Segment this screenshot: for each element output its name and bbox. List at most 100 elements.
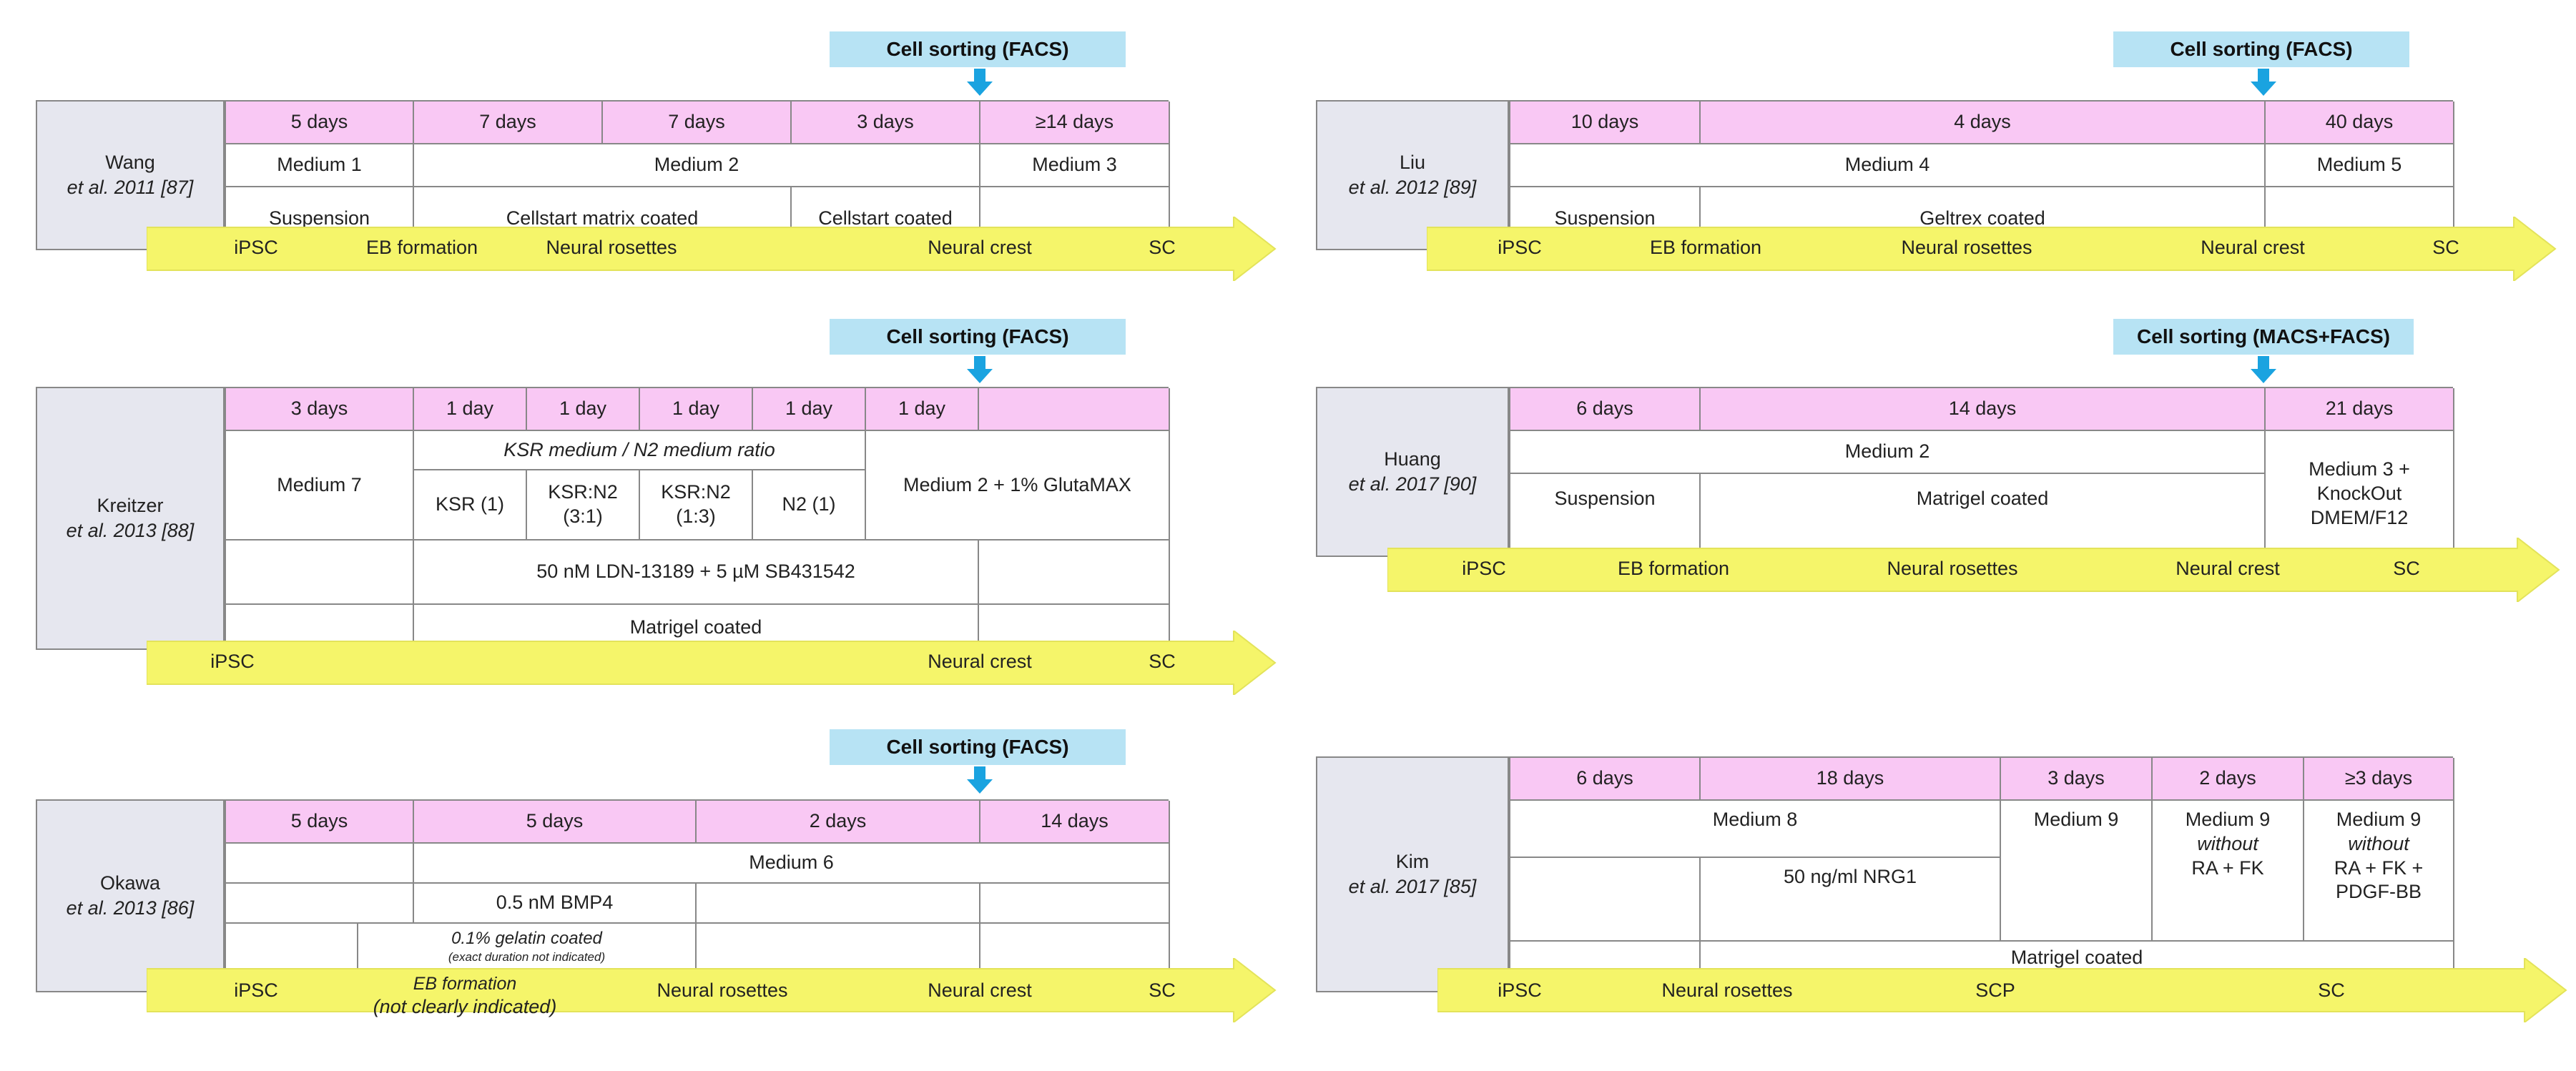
- stage-label: iPSC: [1498, 979, 1542, 1001]
- stage-label: EB formation: [413, 974, 517, 994]
- stage-arrow: [147, 958, 1277, 1022]
- duration-cell: 1 day: [753, 388, 866, 431]
- study-author: Okawa et al. 2013 [86]: [36, 799, 225, 992]
- stage-label: SCP: [1975, 979, 2015, 1001]
- sorting-arrow-icon: [2249, 69, 2278, 97]
- duration-cell: 4 days: [1701, 102, 2266, 144]
- duration-cell: 6 days: [1510, 758, 1701, 801]
- stage-label: SC: [1149, 651, 1176, 672]
- coating-cell: Matrigel coated: [1701, 474, 2266, 558]
- empty-cell: [1510, 858, 1701, 942]
- author-citation: et al. 2012 [89]: [1348, 177, 1477, 198]
- duration-cell: ≥14 days: [980, 102, 1170, 144]
- stage-label: Neural crest: [928, 237, 1032, 258]
- sorting-arrow-icon: [2249, 356, 2278, 385]
- medium-cell: Medium 9: [2001, 801, 2153, 942]
- stage-arrow: [147, 631, 1277, 695]
- stage-arrow: [1387, 538, 2560, 602]
- empty-cell: [226, 884, 414, 924]
- author-name: Kreitzer: [97, 494, 164, 516]
- stage-label: SC: [2318, 979, 2345, 1001]
- study-author: Liu et al. 2012 [89]: [1316, 100, 1509, 250]
- stage-label: Neural rosettes: [1901, 237, 2032, 258]
- stage-label: Neural crest: [928, 979, 1032, 1001]
- protocol-table: 5 days 5 days 2 days 14 days Medium 6 0.…: [225, 799, 1170, 994]
- duration-cell: 21 days: [2266, 388, 2454, 431]
- medium-cell: Medium 1: [226, 144, 414, 187]
- duration-cell: 1 day: [640, 388, 753, 431]
- duration-cell: 3 days: [226, 388, 414, 431]
- duration-cell: 5 days: [414, 801, 697, 844]
- medium-line: RA + FK: [2191, 857, 2264, 879]
- stage-label: Neural rosettes: [1887, 558, 2018, 579]
- medium-cell: Medium 4: [1510, 144, 2266, 187]
- coating-cell: Suspension: [1510, 474, 1701, 558]
- medium-cell: Medium 2: [1510, 431, 2266, 474]
- medium-cell: Medium 2: [414, 144, 980, 187]
- medium-line: without: [2197, 832, 2258, 854]
- duration-cell: 6 days: [1510, 388, 1701, 431]
- cell-sorting-label: Cell sorting (FACS): [830, 31, 1126, 67]
- inhibitor-cell: 50 nM LDN-13189 + 5 µM SB431542: [414, 541, 979, 605]
- empty-cell: [226, 844, 414, 884]
- medium-line: Medium 9: [2185, 809, 2271, 830]
- ratio-cell: N2 (1): [753, 470, 866, 541]
- empty-cell: [697, 884, 980, 924]
- ratio-cell: KSR:N2 (3:1): [527, 470, 640, 541]
- stage-label: EB formation: [1649, 237, 1762, 258]
- author-name: Okawa: [99, 872, 161, 894]
- stage-label: iPSC: [234, 237, 278, 258]
- empty-cell: [979, 541, 1170, 605]
- duration-cell: 40 days: [2266, 102, 2454, 144]
- duration-cell: 7 days: [414, 102, 603, 144]
- stage-label: EB formation: [365, 237, 478, 258]
- cell-sorting-label: Cell sorting (MACS+FACS): [2113, 319, 2414, 355]
- author-citation: et al. 2011 [87]: [67, 177, 194, 198]
- medium-cell: Medium 9 without RA + FK + PDGF-BB: [2304, 801, 2454, 942]
- stage-label: Neural rosettes: [657, 979, 788, 1001]
- duration-cell: [979, 388, 1170, 431]
- author-name: Huang: [1384, 448, 1441, 470]
- duration-cell: 1 day: [527, 388, 640, 431]
- gelatin-note: (exact duration not indicated): [448, 950, 606, 964]
- ratio-title: KSR medium / N2 medium ratio: [414, 431, 866, 470]
- medium-cell: Medium 7: [226, 431, 414, 541]
- stage-label: Neural crest: [2176, 558, 2280, 579]
- duration-cell: 1 day: [866, 388, 979, 431]
- duration-cell: 3 days: [792, 102, 980, 144]
- duration-cell: 5 days: [226, 801, 414, 844]
- medium-line: PDGF-BB: [2335, 881, 2422, 903]
- stage-label: EB formation: [1617, 558, 1730, 579]
- stage-label: SC: [2393, 558, 2420, 579]
- duration-cell: 3 days: [2001, 758, 2153, 801]
- cell-sorting-label: Cell sorting (FACS): [830, 729, 1126, 765]
- stage-label: Neural rosettes: [1661, 979, 1793, 1001]
- medium-cell: Medium 5: [2266, 144, 2454, 187]
- medium-cell: Medium 9 without RA + FK: [2153, 801, 2304, 942]
- stage-note: (not clearly indicated): [373, 996, 557, 1017]
- medium-cell: Medium 6: [414, 844, 1170, 884]
- medium-line: Medium 9: [2336, 809, 2422, 830]
- duration-cell: 18 days: [1701, 758, 2001, 801]
- duration-cell: 5 days: [226, 102, 414, 144]
- empty-cell: [226, 541, 414, 605]
- cell-sorting-label: Cell sorting (FACS): [2113, 31, 2409, 67]
- duration-cell: 1 day: [414, 388, 527, 431]
- stage-arrow: [1427, 217, 2557, 281]
- nrg-cell: 50 ng/ml NRG1: [1701, 858, 2001, 942]
- duration-cell: 7 days: [603, 102, 792, 144]
- author-citation: et al. 2013 [88]: [66, 520, 195, 541]
- protocol-table: 3 days 1 day 1 day 1 day 1 day 1 day Med…: [225, 387, 1170, 651]
- medium-cell: Medium 3 + KnockOut DMEM/F12: [2266, 431, 2454, 558]
- stage-label: SC: [2432, 237, 2459, 258]
- medium-line: without: [2348, 832, 2409, 854]
- author-name: Wang: [105, 151, 155, 173]
- stage-label: iPSC: [1462, 558, 1506, 579]
- bmp-cell: 0.5 nM BMP4: [414, 884, 697, 924]
- stage-label: Neural crest: [2201, 237, 2305, 258]
- protocol-table: 6 days 14 days 21 days Medium 2 Medium 3…: [1509, 387, 2454, 558]
- stage-label: Neural rosettes: [546, 237, 677, 258]
- author-citation: et al. 2017 [85]: [1348, 876, 1477, 897]
- duration-cell: 14 days: [980, 801, 1170, 844]
- protocol-table: 6 days 18 days 3 days 2 days ≥3 days Med…: [1509, 756, 2454, 994]
